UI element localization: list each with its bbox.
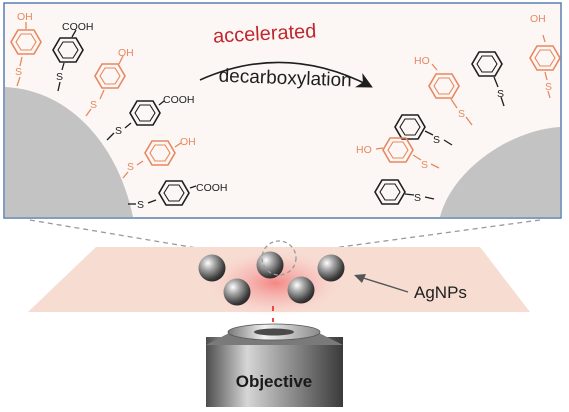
agnps-label: AgNPs bbox=[414, 283, 467, 302]
s-label: S bbox=[433, 134, 440, 146]
agnps-pointer-arrow bbox=[356, 275, 409, 293]
objective-label: Objective bbox=[236, 372, 313, 391]
right-black-thiophenol-2 bbox=[394, 114, 453, 146]
oh-label: OH bbox=[530, 13, 546, 25]
left-nanoparticle-surface bbox=[5, 87, 133, 217]
right-orange-thiophenol-3 bbox=[375, 137, 440, 169]
s-label: S bbox=[56, 71, 63, 83]
nanoparticle bbox=[317, 254, 345, 282]
ho-label: HO bbox=[356, 144, 372, 156]
s-label: S bbox=[458, 108, 465, 120]
left-orange-thiophenol-2 bbox=[85, 55, 126, 117]
ho-label: HO bbox=[414, 55, 430, 67]
reaction-arrow bbox=[199, 61, 373, 88]
right-black-thiophenol-1 bbox=[471, 51, 505, 107]
s-label: S bbox=[421, 159, 428, 171]
cooh-label: COOH bbox=[163, 94, 195, 106]
s-label: S bbox=[90, 99, 97, 111]
objective-lens: Objective bbox=[206, 323, 343, 407]
oh-label: OH bbox=[17, 11, 33, 23]
left-orange-thiophenol-1 bbox=[10, 22, 42, 87]
zoom-guide-lines bbox=[29, 219, 541, 260]
right-nanoparticle-surface bbox=[440, 127, 560, 217]
left-black-benzoic-3 bbox=[128, 180, 197, 206]
cooh-label: COOH bbox=[196, 182, 228, 194]
left-orange-thiophenol-3 bbox=[122, 140, 182, 179]
right-orange-thiophenol-1 bbox=[529, 34, 561, 99]
nanoparticle bbox=[256, 251, 284, 279]
nanoparticle bbox=[223, 278, 251, 306]
s-label: S bbox=[15, 66, 22, 78]
zoom-highlight-circle bbox=[261, 240, 297, 276]
nanoparticles bbox=[198, 251, 345, 306]
s-label: S bbox=[137, 199, 144, 211]
right-orange-thiophenol-2 bbox=[428, 63, 473, 126]
cooh-label: COOH bbox=[62, 21, 94, 33]
oh-label: OH bbox=[118, 47, 134, 59]
s-label: S bbox=[115, 125, 122, 137]
decarboxylation-label: decarboxylation bbox=[218, 66, 352, 92]
nanoparticle bbox=[287, 276, 315, 304]
agnps-arrowhead bbox=[354, 274, 366, 283]
s-label: S bbox=[545, 81, 552, 93]
objective-body bbox=[206, 337, 343, 407]
oh-label: OH bbox=[180, 136, 196, 148]
s-label: S bbox=[127, 161, 134, 173]
s-label: S bbox=[414, 192, 421, 204]
nanoparticle bbox=[198, 254, 226, 282]
objective-lens-glass bbox=[254, 328, 294, 336]
left-black-benzoic-1 bbox=[52, 29, 84, 92]
s-label: S bbox=[497, 88, 504, 100]
accelerated-label: accelerated bbox=[212, 20, 316, 47]
left-black-benzoic-2 bbox=[106, 100, 165, 141]
right-black-thiophenol-3 bbox=[374, 179, 435, 205]
